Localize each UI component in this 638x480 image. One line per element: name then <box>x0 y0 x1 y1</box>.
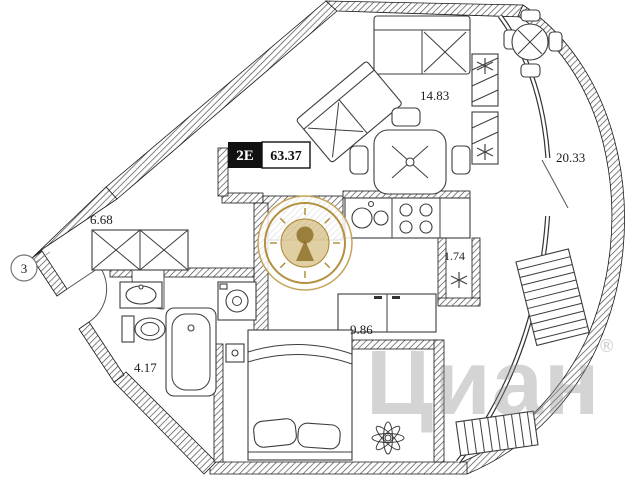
stove <box>399 203 433 234</box>
dining-chair <box>349 145 369 175</box>
room-area-label-terrace: 20.33 <box>556 150 585 165</box>
sofa-side <box>296 61 402 163</box>
wall-bedroom-left <box>213 343 224 463</box>
room-area-label-duct: 1.74 <box>444 249 465 263</box>
kitchen-counter <box>344 197 471 239</box>
bathtub <box>165 307 217 397</box>
dining-chair <box>451 145 471 175</box>
radiator-block <box>455 410 539 457</box>
watermark-logo <box>257 195 353 291</box>
unit-area-label: 63.37 <box>270 149 302 164</box>
kitchen-sink <box>351 200 389 229</box>
terrace-door-opening <box>536 158 564 216</box>
wall-hall-left <box>31 186 118 259</box>
bathroom-sink <box>119 281 163 309</box>
plant <box>371 421 405 455</box>
pillow <box>253 418 297 448</box>
wall-stub <box>217 147 229 197</box>
terrace-chair <box>520 63 541 78</box>
room-area-label-bathroom: 4.17 <box>134 360 157 375</box>
watermark-text: Циан <box>366 332 601 434</box>
snowflake-icon <box>476 58 494 74</box>
unit-type-label: 2E <box>236 148 254 164</box>
room-area-label-kitchen: 9.86 <box>350 322 373 337</box>
wall-bath-top-right <box>163 267 255 278</box>
room-area-label-hallway: 6.68 <box>90 212 113 227</box>
axis-marker-label: 3 <box>21 261 28 276</box>
terrace-table-set <box>503 9 563 78</box>
kitchen-cabinets <box>337 293 437 333</box>
snowflake-icon <box>450 272 468 288</box>
terrace-chair <box>548 31 563 52</box>
planter-upper <box>471 53 499 107</box>
wardrobe <box>91 229 189 271</box>
wall-duct-bottom <box>437 297 481 307</box>
entrance-door <box>66 266 108 323</box>
wall-entrance-upper <box>31 250 68 297</box>
nightstand <box>225 343 245 363</box>
stairs-block <box>515 248 590 347</box>
outer-walls <box>31 0 625 475</box>
terrace-chair <box>520 9 541 22</box>
wall-bottom-left-diagonal <box>113 371 217 475</box>
wall-top <box>324 0 524 18</box>
wall-bottom <box>209 461 468 475</box>
washing-machine <box>217 281 257 321</box>
terrace-door-leaf <box>541 159 569 209</box>
wall-bedroom-right <box>433 339 445 463</box>
wall-duct-left <box>437 237 447 305</box>
wall-duct-right <box>471 237 481 305</box>
dining-chair <box>391 107 421 127</box>
planter-lower <box>471 111 499 165</box>
unit-label-box: 2E 63.37 <box>228 141 311 169</box>
bed <box>247 329 353 461</box>
wall-entrance-lower <box>78 321 125 383</box>
room-area-label-living: 14.83 <box>420 88 449 103</box>
pillow <box>297 422 341 450</box>
sofa-top <box>373 15 471 75</box>
snowflake-icon <box>476 144 494 160</box>
watermark-reg-icon: ® <box>600 336 614 356</box>
axis-marker: 3 <box>10 251 51 282</box>
toilet <box>121 315 166 343</box>
